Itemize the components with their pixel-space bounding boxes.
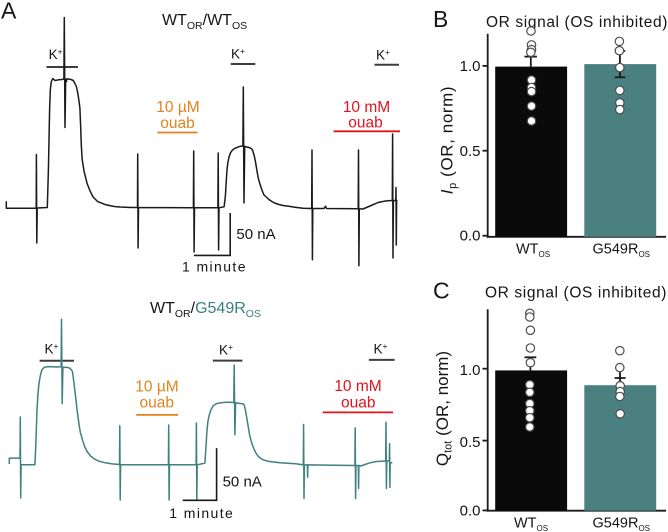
svg-text:0.0: 0.0 bbox=[460, 227, 481, 244]
svg-text:1.0: 1.0 bbox=[460, 58, 481, 75]
svg-text:G549ROS: G549ROS bbox=[593, 516, 651, 532]
svg-text:ouab: ouab bbox=[160, 115, 194, 132]
svg-text:50 nA: 50 nA bbox=[223, 473, 262, 490]
svg-text:A: A bbox=[1, 0, 17, 24]
svg-text:0.5: 0.5 bbox=[460, 143, 481, 160]
svg-text:10 mM: 10 mM bbox=[334, 378, 381, 395]
svg-text:0.5: 0.5 bbox=[460, 434, 481, 451]
svg-text:WTOR/WTOS: WTOR/WTOS bbox=[162, 12, 247, 32]
svg-text:OR signal (OS inhibited): OR signal (OS inhibited) bbox=[485, 285, 667, 302]
svg-text:0.0: 0.0 bbox=[460, 502, 481, 519]
svg-text:10 µM: 10 µM bbox=[135, 379, 178, 396]
svg-text:50 nA: 50 nA bbox=[236, 226, 275, 243]
svg-text:ouab: ouab bbox=[140, 395, 174, 412]
svg-text:10 mM: 10 mM bbox=[343, 99, 390, 116]
svg-text:1 minute: 1 minute bbox=[169, 505, 234, 521]
svg-text:C: C bbox=[433, 278, 450, 304]
svg-text:1 minute: 1 minute bbox=[182, 259, 247, 275]
svg-text:Qtot (OR, norm): Qtot (OR, norm) bbox=[433, 351, 455, 466]
svg-text:OR signal (OS inhibited): OR signal (OS inhibited) bbox=[486, 14, 668, 31]
svg-text:G549ROS: G549ROS bbox=[593, 242, 651, 260]
svg-text:B: B bbox=[433, 6, 448, 32]
svg-text:1.0: 1.0 bbox=[460, 362, 481, 379]
svg-text:Ip (OR, norm): Ip (OR, norm) bbox=[438, 86, 460, 194]
svg-text:10 µM: 10 µM bbox=[156, 99, 199, 116]
svg-text:ouab: ouab bbox=[348, 115, 382, 132]
svg-text:ouab: ouab bbox=[341, 394, 375, 411]
